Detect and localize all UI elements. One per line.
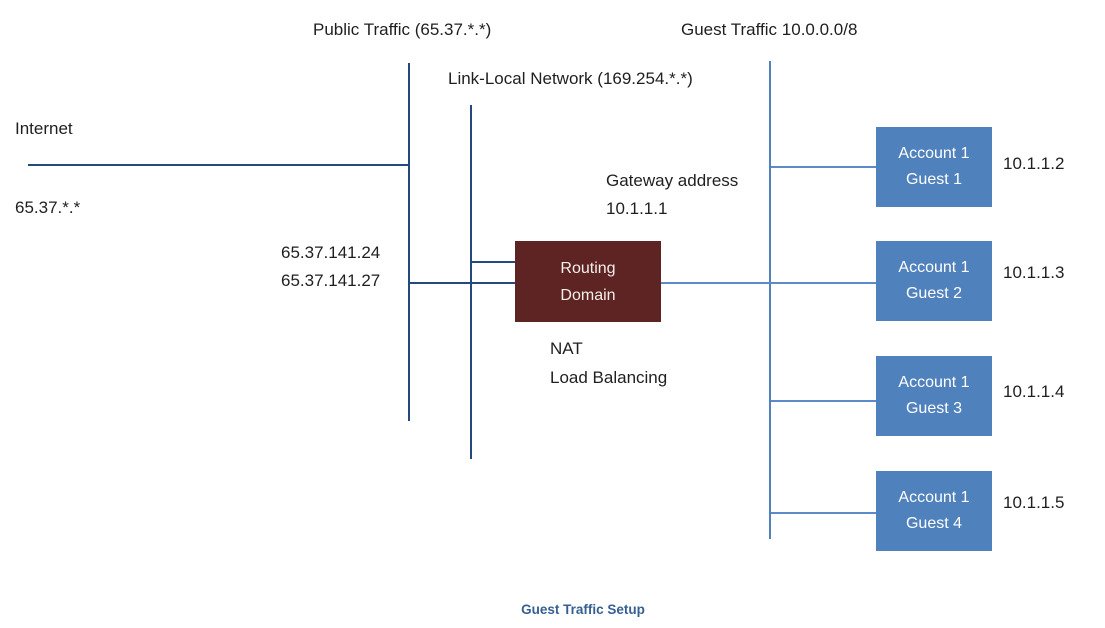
guest-node-3-account-label: Account 1 — [898, 374, 970, 391]
guest4-connector-line — [771, 512, 876, 514]
guest-node-2: Account 1 Guest 2 — [876, 241, 992, 321]
public-ip-2-label: 65.37.141.27 — [281, 271, 381, 290]
guest-node-1: Account 1 Guest 1 — [876, 127, 992, 207]
guest-node-2-account-label: Account 1 — [898, 259, 970, 276]
guest-node-3: Account 1 Guest 3 — [876, 356, 992, 436]
public-range-label: 65.37.*.* — [15, 198, 81, 217]
link-local-title: Link-Local Network (169.254.*.*) — [448, 69, 693, 88]
load-balancing-label: Load Balancing — [550, 368, 668, 387]
public-traffic-title: Public Traffic (65.37.*.*) — [313, 20, 492, 39]
routing-domain-label-line2: Domain — [560, 286, 616, 304]
routing-domain-label-line1: Routing — [560, 259, 616, 277]
routing-to-guest2-line — [661, 282, 876, 284]
guest3-connector-line — [771, 400, 876, 402]
gateway-ip-label: 10.1.1.1 — [606, 199, 668, 218]
diagram-caption: Guest Traffic Setup — [521, 602, 645, 617]
public-ip-1-label: 65.37.141.24 — [281, 243, 381, 262]
gateway-address-label: Gateway address — [606, 171, 739, 190]
guest-node-4: Account 1 Guest 4 — [876, 471, 992, 551]
guest-node-2-ip-label: 10.1.1.3 — [1003, 263, 1065, 282]
link-local-to-routing-line — [472, 261, 515, 263]
guest-node-3-ip-label: 10.1.1.4 — [1003, 382, 1065, 401]
guest-node-3-guest-label: Guest 3 — [905, 400, 963, 417]
guest-node-1-guest-label: Guest 1 — [905, 171, 963, 188]
guest-node-1-ip-label: 10.1.1.2 — [1003, 154, 1065, 173]
guest-node-2-guest-label: Guest 2 — [905, 285, 963, 302]
public-to-routing-line — [410, 282, 515, 284]
guest-node-4-guest-label: Guest 4 — [905, 515, 963, 532]
nat-label: NAT — [550, 339, 583, 358]
guest-traffic-title: Guest Traffic 10.0.0.0/8 — [681, 20, 858, 39]
public-traffic-network-line — [408, 63, 410, 421]
routing-domain-node: Routing Domain — [515, 241, 661, 322]
guest-traffic-network-line — [769, 61, 771, 539]
guest-node-4-account-label: Account 1 — [898, 489, 970, 506]
internet-link-line — [28, 164, 410, 166]
guest1-connector-line — [771, 166, 876, 168]
internet-label: Internet — [15, 119, 73, 138]
guest-node-4-ip-label: 10.1.1.5 — [1003, 493, 1065, 512]
guest-node-1-account-label: Account 1 — [898, 145, 970, 162]
